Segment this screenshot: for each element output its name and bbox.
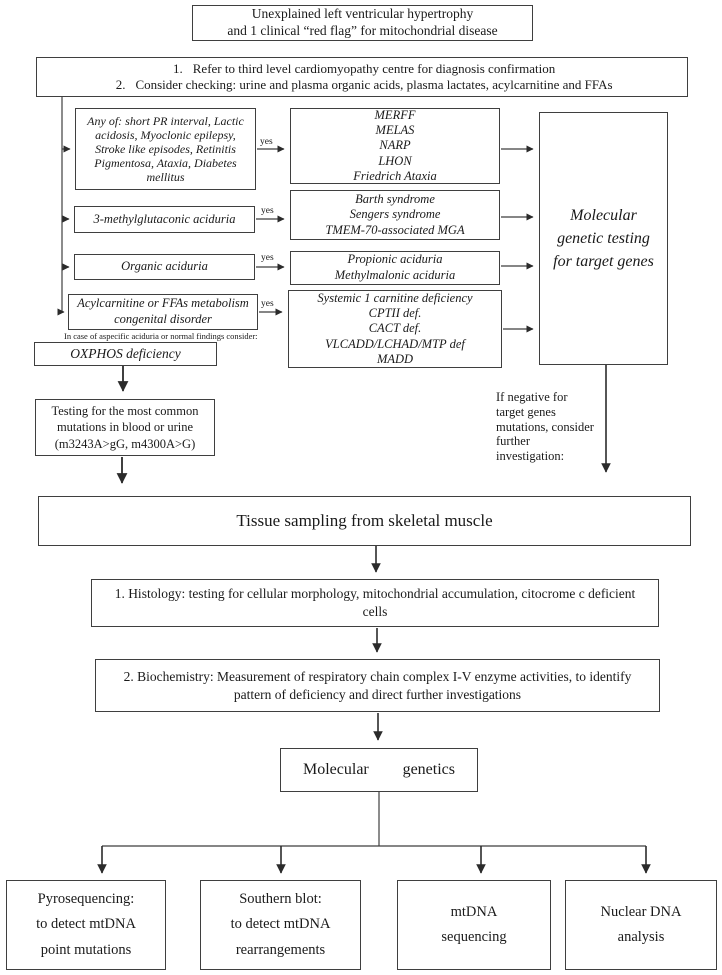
histology-text: 1. Histology: testing for cellular morph… bbox=[114, 586, 636, 619]
testing-line: (m3243A>gG, m4300A>G) bbox=[54, 436, 196, 451]
list-number: 2. bbox=[115, 77, 126, 92]
disease-name: NARP bbox=[379, 138, 411, 153]
method-line: sequencing bbox=[441, 929, 507, 945]
method-line: point mutations bbox=[40, 941, 132, 958]
disease-name: Propionic aciduria bbox=[347, 252, 443, 267]
list-number: 1. bbox=[173, 60, 183, 76]
criteria-text: Any of: short PR interval, Lactic acidos… bbox=[87, 113, 244, 185]
yes-label: yes bbox=[261, 299, 274, 309]
criteria-text: 3-methylglutaconic aciduria bbox=[93, 211, 236, 226]
if-negative-line: investigation: bbox=[496, 449, 565, 463]
referral-item: 1. Refer to third level cardiomyopathy c… bbox=[169, 61, 555, 77]
criteria-text: Acylcarnitine or FFAs metabolism congeni… bbox=[77, 296, 249, 326]
aspecific-note: In case of aspecific aciduria or normal … bbox=[64, 331, 258, 341]
referral-item-text: Consider checking: urine and plasma orga… bbox=[135, 77, 613, 92]
method-line: to detect mtDNA bbox=[230, 916, 331, 933]
method-box-nuclear-dna: Nuclear DNA analysis bbox=[565, 880, 717, 970]
disease-name: MADD bbox=[376, 351, 414, 366]
criteria-box-organic-aciduria: Organic aciduria bbox=[74, 254, 255, 280]
oxphos-deficiency-box: OXPHOS deficiency bbox=[34, 342, 217, 366]
entry-condition-line: and 1 clinical “red flag” for mitochondr… bbox=[227, 23, 498, 38]
molecular-genetics-word: Molecular bbox=[303, 761, 369, 778]
method-line: mtDNA bbox=[450, 903, 498, 920]
disease-name: Friedrich Ataxia bbox=[353, 168, 437, 183]
if-negative-note: If negative for target genes mutations, … bbox=[496, 390, 616, 464]
disease-name: CACT def. bbox=[368, 321, 422, 336]
disease-name: TMEM-70-associated MGA bbox=[325, 222, 465, 237]
histology-box: 1. Histology: testing for cellular morph… bbox=[91, 579, 659, 627]
yes-label: yes bbox=[261, 206, 274, 216]
method-line: Pyrosequencing: bbox=[37, 890, 135, 907]
criteria-box-mga: 3-methylglutaconic aciduria bbox=[74, 206, 255, 233]
common-mutations-testing-box: Testing for the most common mutations in… bbox=[35, 399, 215, 456]
disease-name: CPTII def. bbox=[368, 306, 422, 321]
referral-item: 2. Consider checking: urine and plasma o… bbox=[111, 77, 613, 93]
method-box-mtdna-sequencing: mtDNA sequencing bbox=[397, 880, 551, 970]
disease-list-box-mito-syndromes: MERFF MELAS NARP LHON Friedrich Ataxia bbox=[290, 108, 500, 184]
if-negative-line: If negative for bbox=[496, 390, 568, 404]
if-negative-line: mutations, consider bbox=[496, 419, 594, 434]
molecular-target-line: genetic testing bbox=[557, 229, 650, 247]
testing-line: Testing for the most common bbox=[51, 404, 199, 419]
disease-name: VLCADD/LCHAD/MTP def bbox=[325, 336, 465, 351]
method-box-pyrosequencing: Pyrosequencing: to detect mtDNA point mu… bbox=[6, 880, 166, 970]
criteria-text: Organic aciduria bbox=[121, 259, 208, 274]
yes-label: yes bbox=[261, 253, 274, 263]
tissue-sampling-text: Tissue sampling from skeletal muscle bbox=[236, 511, 493, 531]
testing-line: mutations in blood or urine bbox=[56, 420, 194, 435]
if-negative-line: further bbox=[496, 434, 531, 449]
entry-condition-line: Unexplained left ventricular hypertrophy bbox=[251, 6, 474, 22]
criteria-box-red-flags: Any of: short PR interval, Lactic acidos… bbox=[75, 108, 256, 190]
disease-name: Sengers syndrome bbox=[349, 207, 441, 222]
tissue-sampling-box: Tissue sampling from skeletal muscle bbox=[38, 496, 691, 546]
biochemistry-box: 2. Biochemistry: Measurement of respirat… bbox=[95, 659, 660, 712]
biochemistry-text: 2. Biochemistry: Measurement of respirat… bbox=[123, 668, 632, 702]
molecular-target-line: for target genes bbox=[553, 253, 654, 271]
molecular-genetics-box: Molecular genetics bbox=[280, 748, 478, 792]
criteria-box-acylcarnitine: Acylcarnitine or FFAs metabolism congeni… bbox=[68, 294, 258, 330]
method-line: rearrangements bbox=[235, 941, 326, 958]
if-negative-line: target genes bbox=[496, 404, 556, 419]
disease-name: Systemic 1 carnitine deficiency bbox=[317, 290, 473, 305]
disease-name: LHON bbox=[378, 153, 412, 168]
disease-name: Barth syndrome bbox=[355, 191, 435, 206]
referral-instructions-box: 1. Refer to third level cardiomyopathy c… bbox=[36, 57, 688, 97]
method-line: to detect mtDNA bbox=[36, 916, 136, 933]
disease-list-box-fao-disorders: Systemic 1 carnitine deficiency CPTII de… bbox=[288, 290, 502, 368]
method-line: Southern blot: bbox=[239, 890, 322, 907]
disease-name: Methylmalonic aciduria bbox=[334, 268, 456, 282]
method-box-southern-blot: Southern blot: to detect mtDNA rearrange… bbox=[200, 880, 361, 970]
disease-list-box-mga-syndromes: Barth syndrome Sengers syndrome TMEM-70-… bbox=[290, 190, 500, 240]
method-line: analysis bbox=[617, 929, 665, 945]
oxphos-text: OXPHOS deficiency bbox=[70, 345, 181, 361]
referral-item-text: Refer to third level cardiomyopathy cent… bbox=[192, 60, 556, 76]
disease-name: MERFF bbox=[374, 107, 416, 122]
entry-condition-box: Unexplained left ventricular hypertrophy… bbox=[192, 5, 533, 41]
disease-name: MELAS bbox=[375, 123, 415, 138]
disease-list-box-acidurias: Propionic aciduria Methylmalonic aciduri… bbox=[290, 251, 500, 285]
molecular-target-testing-box: Molecular genetic testing for target gen… bbox=[539, 112, 668, 365]
molecular-target-line: Molecular bbox=[570, 206, 637, 224]
molecular-genetics-word: genetics bbox=[402, 761, 455, 778]
method-line: Nuclear DNA bbox=[600, 903, 682, 920]
yes-label: yes bbox=[260, 137, 273, 147]
